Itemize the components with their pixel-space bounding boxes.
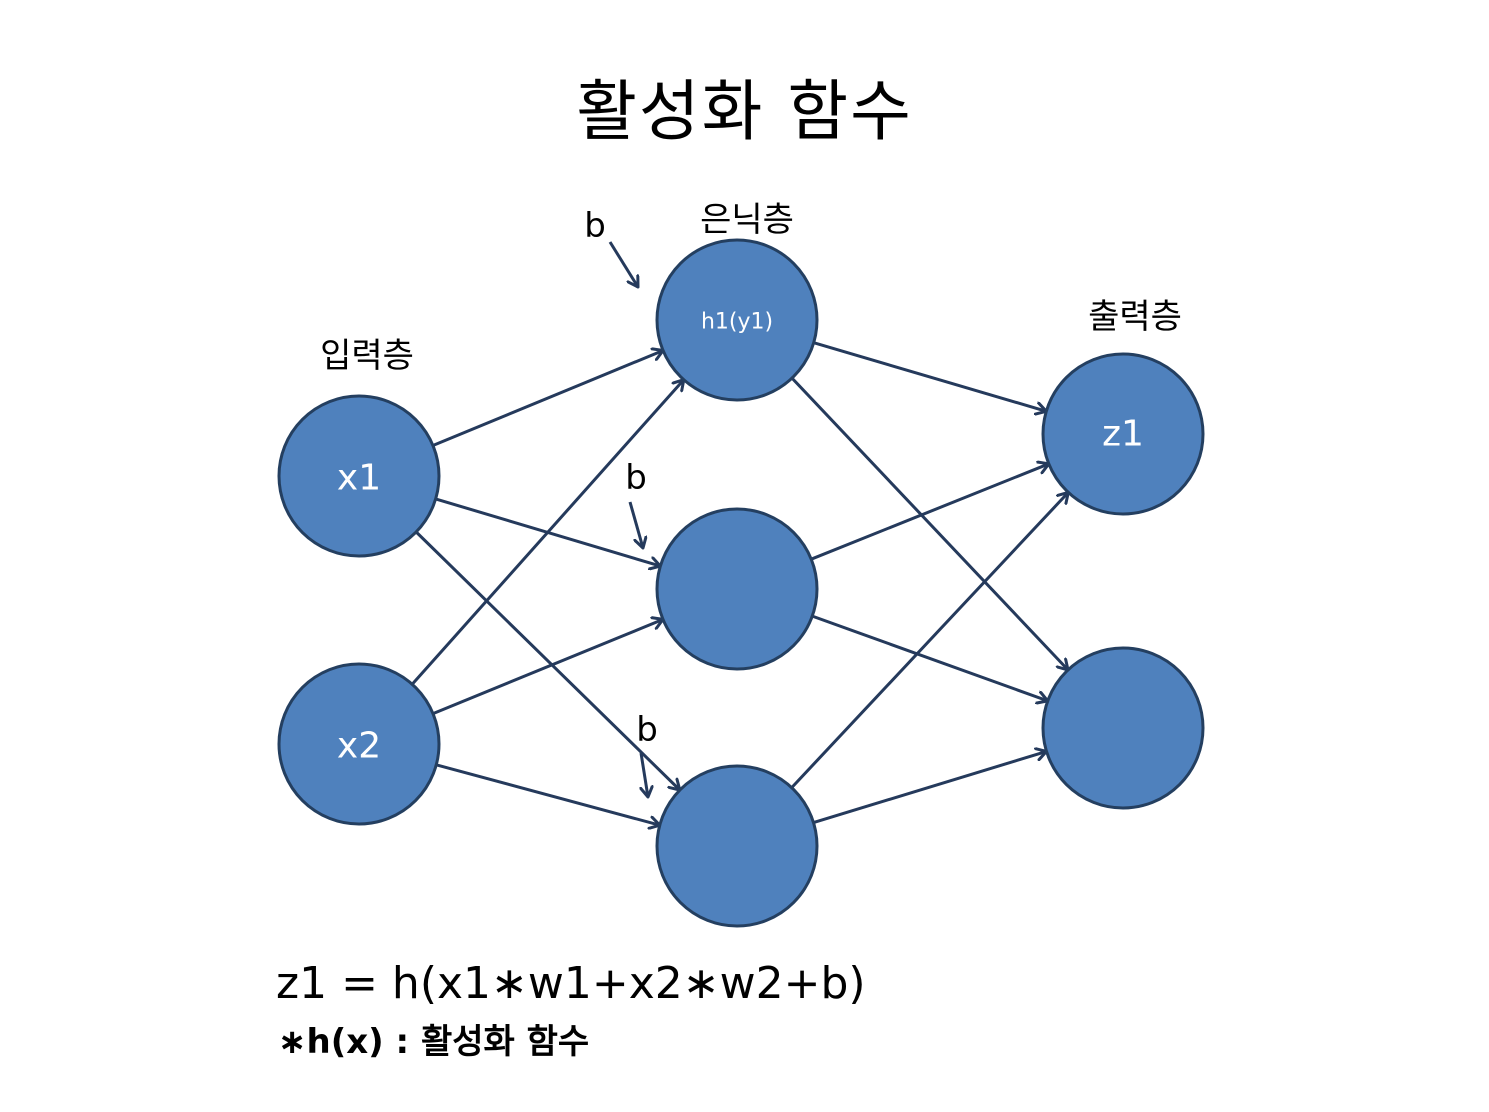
output-layer-label: 출력층 [1088, 297, 1182, 337]
node-h2 [655, 507, 819, 671]
input-layer-label: 입력층 [320, 336, 414, 376]
edge-h3-z2 [813, 751, 1047, 825]
edge-h2-z2 [811, 614, 1047, 701]
page-title: 활성화 함수 [576, 73, 913, 150]
bias-label-hidden-2: b [625, 458, 647, 498]
bias-arrow-1 [608, 241, 638, 287]
edge-h2-z1 [810, 464, 1049, 561]
node-x2 [277, 662, 441, 826]
activation-function-note: ∗h(x) : 활성화 함수 [278, 1022, 590, 1062]
formula: z1 = h(x1∗w1+x2∗w2+b) [276, 958, 866, 1009]
node-label-h1: h1(y1) [700, 309, 774, 335]
node-x1 [277, 394, 441, 558]
edge-x2-h1 [411, 380, 684, 686]
bias-label-hidden-3: b [636, 710, 658, 750]
node-label-z1: z1 [1102, 413, 1144, 455]
edge-x1-h3 [415, 530, 680, 790]
node-h1 [655, 238, 819, 402]
node-z2 [1041, 646, 1205, 810]
edge-x2-h2 [432, 619, 663, 715]
node-h3 [655, 764, 819, 928]
node-label-x1: x1 [336, 457, 382, 499]
edge-h1-z1 [813, 341, 1047, 412]
node-label-x2: x2 [336, 725, 382, 767]
node-z1 [1041, 352, 1205, 516]
hidden-layer-label: 은닉층 [700, 200, 794, 240]
edge-x1-h1 [432, 351, 663, 447]
edge-h3-z1 [790, 492, 1069, 789]
edge-x2-h3 [435, 763, 660, 825]
bias-arrow-2 [628, 501, 643, 548]
bias-label-hidden-1: b [584, 206, 606, 246]
edge-h1-z2 [790, 377, 1068, 670]
bias-arrow-3 [641, 752, 648, 797]
